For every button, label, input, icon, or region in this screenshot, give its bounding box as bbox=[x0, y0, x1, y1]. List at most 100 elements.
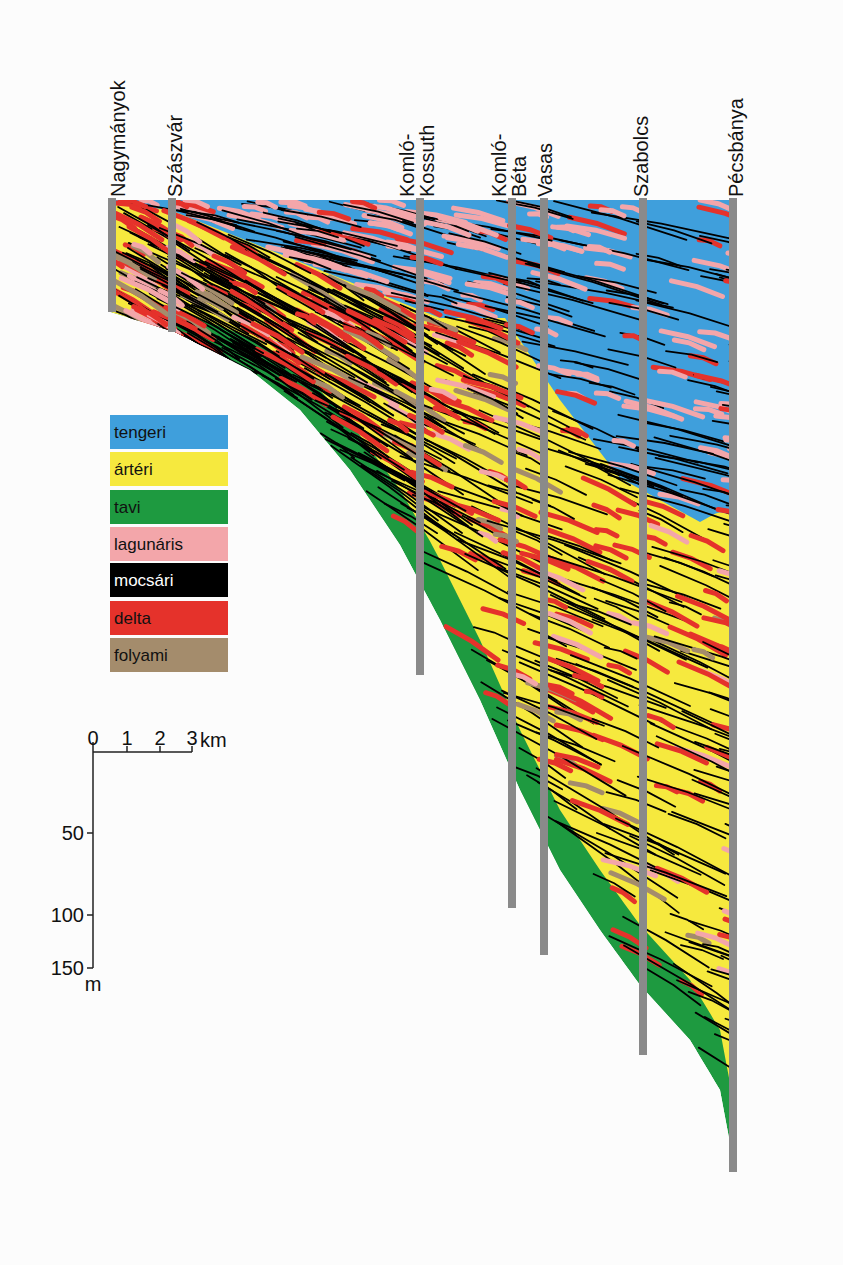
facies-lens bbox=[408, 271, 449, 283]
facies-lens bbox=[713, 421, 792, 438]
facies-lens bbox=[736, 779, 766, 793]
facies-lens bbox=[239, 267, 327, 309]
facies-lens bbox=[554, 201, 686, 240]
facies-lens bbox=[596, 530, 617, 536]
facies-lens bbox=[594, 874, 635, 896]
facies-lens bbox=[227, 237, 269, 258]
borehole-name: Szászvár bbox=[165, 115, 185, 197]
facies-lens bbox=[592, 719, 658, 748]
borehole bbox=[729, 198, 737, 1172]
scale-bar bbox=[87, 742, 192, 968]
facies-lens bbox=[426, 222, 469, 235]
facies-lens bbox=[491, 559, 586, 598]
facies-lens bbox=[708, 971, 820, 1016]
facies-lens bbox=[375, 320, 415, 341]
facies-lens bbox=[671, 281, 722, 297]
facies-lens bbox=[694, 650, 713, 658]
facies-lens bbox=[140, 267, 253, 324]
facies-lens bbox=[289, 293, 322, 312]
scale-label: km bbox=[200, 730, 227, 750]
facies-lens bbox=[253, 324, 302, 352]
facies-lens bbox=[134, 244, 150, 253]
facies-lens bbox=[724, 524, 843, 563]
facies-lens bbox=[567, 226, 625, 238]
facies-lens bbox=[556, 725, 602, 740]
facies-lens bbox=[351, 458, 462, 533]
facies-lens bbox=[720, 935, 758, 949]
facies-lens bbox=[378, 370, 495, 434]
facies-lens bbox=[284, 201, 306, 205]
facies-lens bbox=[445, 317, 554, 346]
facies-lens bbox=[696, 1013, 831, 1099]
facies-lens bbox=[717, 391, 763, 405]
facies-lens bbox=[637, 221, 712, 243]
facies-lens bbox=[182, 273, 288, 331]
facies-lens bbox=[609, 613, 631, 623]
facies-lens bbox=[334, 267, 387, 281]
borehole bbox=[168, 198, 176, 332]
facies-lens bbox=[468, 282, 569, 312]
facies-lens bbox=[595, 599, 638, 620]
facies-lens bbox=[446, 312, 501, 329]
scale-label: 2 bbox=[154, 728, 165, 748]
facies-lens bbox=[699, 1048, 809, 1122]
facies-lens bbox=[681, 945, 723, 959]
facies-lens bbox=[617, 436, 713, 454]
legend-text: folyami bbox=[114, 647, 168, 664]
facies-lens bbox=[278, 222, 397, 246]
facies-lens bbox=[561, 360, 593, 367]
scale-label: m bbox=[85, 974, 102, 994]
facies-lens bbox=[214, 256, 245, 273]
legend-swatch: mocsári bbox=[110, 563, 228, 597]
facies-lens bbox=[609, 936, 711, 986]
facies-lens bbox=[633, 623, 666, 634]
facies-lens bbox=[715, 734, 795, 770]
facies-lens bbox=[656, 458, 796, 496]
facies-lens bbox=[299, 333, 389, 386]
facies-lens bbox=[134, 307, 167, 325]
facies-lens bbox=[551, 558, 603, 581]
facies-lens bbox=[162, 285, 296, 357]
legend-swatch: tengeri bbox=[110, 415, 228, 449]
scale-label: 100 bbox=[51, 905, 84, 925]
facies-lens bbox=[197, 222, 263, 258]
facies-lens bbox=[691, 535, 723, 550]
facies-lens bbox=[596, 393, 618, 398]
facies-lens bbox=[719, 969, 755, 985]
legend-swatch: delta bbox=[110, 601, 228, 635]
facies-lens bbox=[578, 374, 597, 378]
facies-lens bbox=[669, 814, 726, 838]
facies-lens bbox=[552, 688, 611, 718]
facies-lens bbox=[699, 207, 752, 223]
facies-lens bbox=[290, 257, 331, 269]
facies-lens bbox=[696, 375, 747, 390]
facies-lens bbox=[467, 284, 514, 295]
facies-lens bbox=[717, 767, 773, 790]
facies-lens bbox=[302, 383, 336, 408]
facies-lens bbox=[487, 521, 620, 564]
facies-lens bbox=[735, 1008, 780, 1022]
facies-lens bbox=[654, 437, 771, 475]
borehole-name: Komló- Béta bbox=[489, 134, 529, 197]
facies-lens bbox=[533, 500, 574, 519]
borehole bbox=[416, 198, 424, 675]
facies-lens bbox=[479, 410, 618, 475]
scale-label: 0 bbox=[87, 728, 98, 748]
facies-lens bbox=[571, 655, 690, 706]
borehole-name: Pécsbánya bbox=[726, 98, 746, 197]
borehole bbox=[639, 198, 647, 1055]
facies-lens bbox=[277, 231, 376, 256]
facies-lens bbox=[660, 371, 686, 377]
facies-lens bbox=[659, 456, 732, 470]
facies-lens bbox=[695, 409, 721, 414]
facies-lens bbox=[426, 295, 456, 304]
legend-text: lagunáris bbox=[114, 536, 183, 553]
facies-lens bbox=[703, 642, 831, 708]
facies-lens bbox=[605, 648, 637, 659]
facies-lens bbox=[187, 215, 240, 227]
scale-label: 50 bbox=[62, 823, 84, 843]
legend-swatch: tavi bbox=[110, 490, 228, 524]
facies-lens bbox=[547, 816, 677, 897]
facies-lens bbox=[607, 792, 666, 812]
legend-text: mocsári bbox=[114, 572, 174, 589]
